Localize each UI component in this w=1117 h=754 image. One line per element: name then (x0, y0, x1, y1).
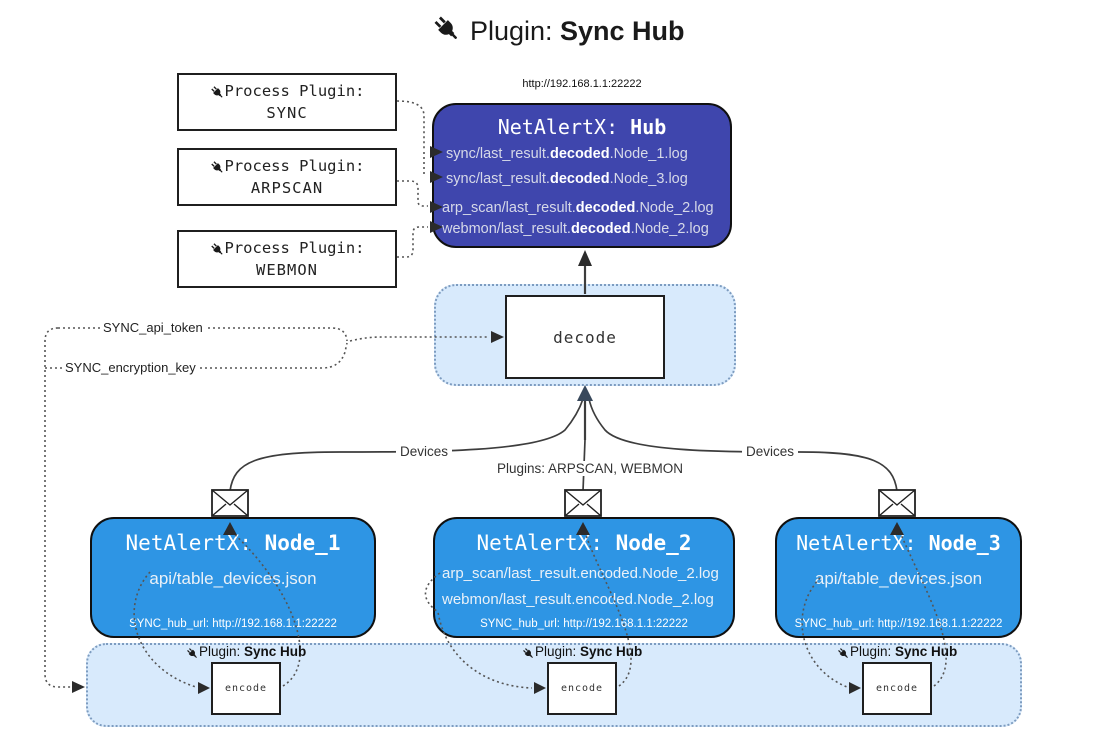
process-plugin-label: Process Plugin: (224, 239, 365, 257)
sync-encryption-key-label: SYNC_encryption_key (62, 360, 199, 375)
process-plugin-label: Process Plugin: (224, 157, 365, 175)
node-title: NetAlertX: Node_1 (125, 531, 341, 555)
node-file-line: api/table_devices.json (149, 569, 317, 588)
encode-plugin-label: Plugin: Sync Hub (522, 644, 642, 660)
node-file-line: api/table_devices.json (814, 569, 983, 588)
encode-box: encode (211, 662, 281, 715)
hub-title: NetAlertX: Hub (497, 115, 667, 139)
hub-log-line: sync/last_result.decoded.Node_3.log (446, 171, 688, 187)
envelope-icon (211, 489, 249, 517)
plug-icon (210, 161, 222, 173)
process-plugin-webmon-box: Process Plugin: WEBMON (177, 230, 397, 288)
hub-log-line: sync/last_result.decoded.Node_1.log (446, 146, 688, 162)
process-plugin-sync-box: Process Plugin: SYNC (177, 73, 397, 131)
encode-label: encode (875, 683, 919, 694)
hub-url: http://192.168.1.1:22222 (522, 78, 642, 90)
title-text: Plugin: (469, 16, 561, 46)
hub-log-line: arp_scan/last_result.decoded.Node_2.log (442, 200, 714, 216)
encode-box: encode (547, 662, 617, 715)
plug-icon (210, 243, 222, 255)
node-title: NetAlertX: Node_3 (796, 531, 1001, 555)
hub-log-line: webmon/last_result.decoded.Node_2.log (442, 221, 709, 237)
sync-api-token-label: SYNC_api_token (100, 320, 206, 335)
netalertx-node2-box: NetAlertX: Node_2 arp_scan/last_result.e… (433, 517, 735, 638)
process-plugin-label: Process Plugin: (224, 82, 365, 100)
title-text-bold: Sync Hub (560, 16, 685, 46)
node-hub-url: SYNC_hub_url: http://192.168.1.1:22222 (794, 618, 1003, 630)
envelope-icon (878, 489, 916, 517)
node-hub-url: SYNC_hub_url: http://192.168.1.1:22222 (480, 618, 688, 630)
netalertx-hub-box: NetAlertX: Hub sync/last_result.decoded.… (432, 103, 732, 248)
envelope-icons (211, 489, 916, 517)
envelope-icon (564, 489, 602, 517)
devices-right-label: Devices (742, 444, 799, 459)
plugins-mid-label: Plugins: ARPSCAN, WEBMON (466, 461, 714, 476)
plug-icon (523, 648, 533, 658)
plug-icon (187, 648, 197, 658)
node-file-line: webmon/last_result.encoded.Node_2.log (442, 591, 714, 608)
netalertx-node3-box: NetAlertX: Node_3 api/table_devices.json… (775, 517, 1022, 638)
plug-icon (434, 16, 458, 39)
decode-label: decode (553, 327, 617, 347)
encode-plugin-label: Plugin: Sync Hub (186, 644, 306, 660)
plug-icon (210, 86, 222, 98)
encode-plugin-label: Plugin: Sync Hub (837, 644, 957, 660)
decode-box: decode (505, 295, 665, 379)
process-plugin-arpscan-box: Process Plugin: ARPSCAN (177, 148, 397, 206)
page-title: Plugin: Sync Hub (0, 14, 1117, 47)
process-plugin-name: ARPSCAN (250, 179, 324, 197)
node-title: NetAlertX: Node_2 (476, 531, 692, 555)
encode-box: encode (862, 662, 932, 715)
node-file-line: arp_scan/last_result.encoded.Node_2.log (442, 565, 719, 582)
process-plugin-name: WEBMON (256, 261, 318, 279)
devices-left-label: Devices (396, 444, 453, 459)
plug-icon (838, 648, 848, 658)
netalertx-node1-box: NetAlertX: Node_1 api/table_devices.json… (90, 517, 376, 638)
process-plugin-name: SYNC (266, 104, 308, 122)
encode-label: encode (560, 683, 604, 694)
node-hub-url: SYNC_hub_url: http://192.168.1.1:22222 (129, 618, 337, 630)
encode-label: encode (224, 683, 268, 694)
